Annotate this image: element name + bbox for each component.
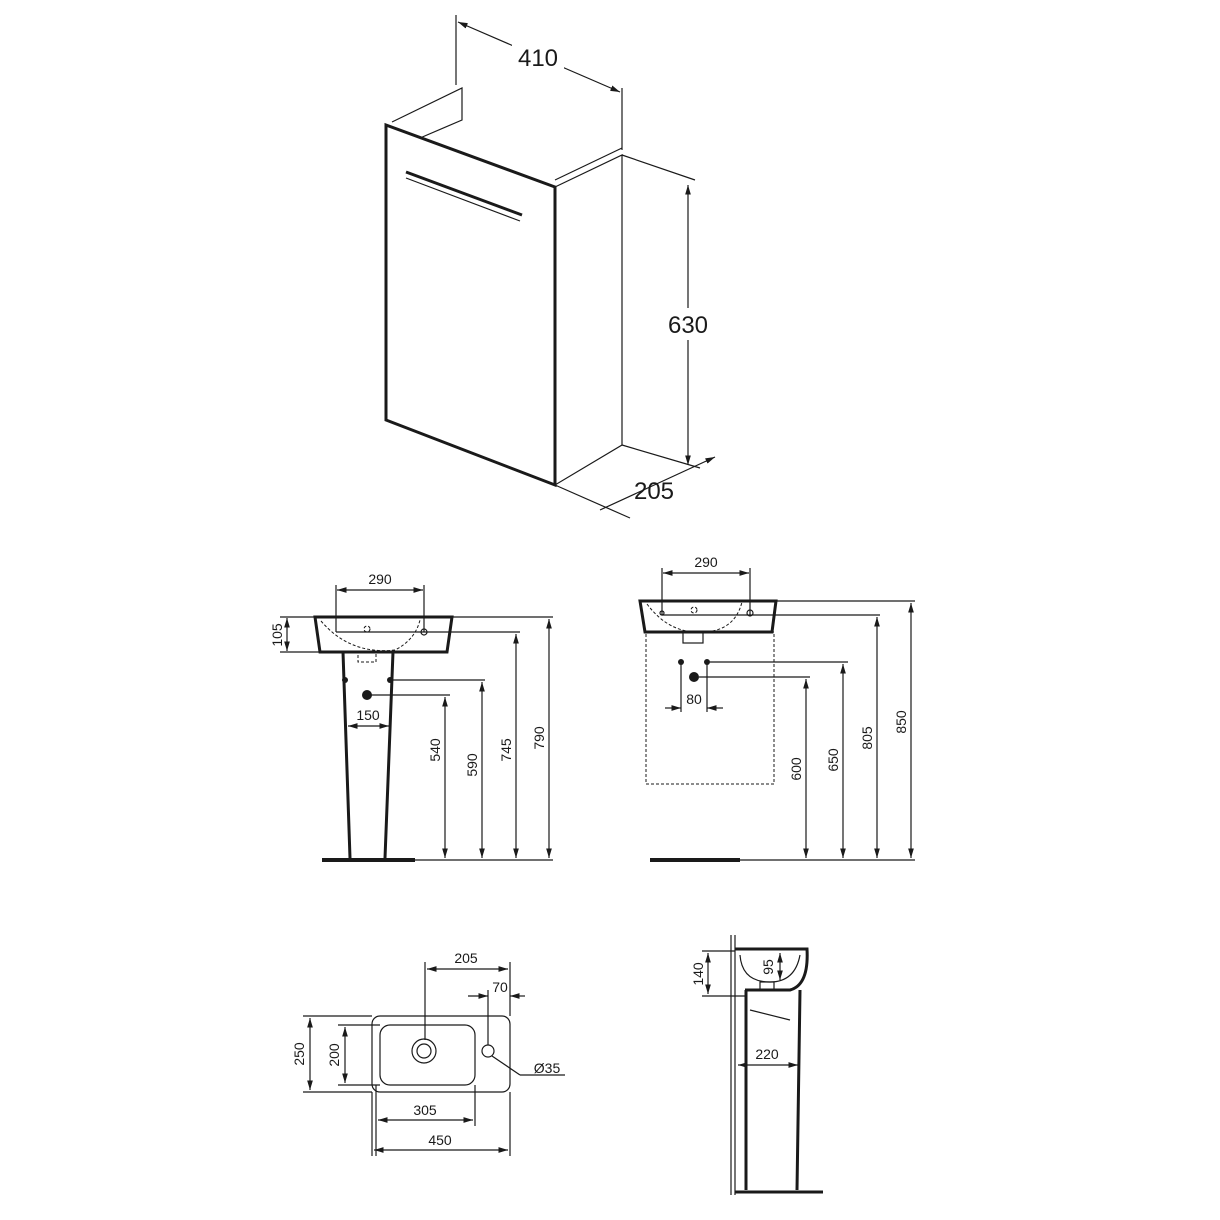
pedestal-basin-height-label: 105: [269, 623, 285, 647]
cabinet-height-label: 630: [668, 312, 708, 339]
plan-depth-label: 250: [291, 1042, 307, 1066]
side-view-drawing: [702, 935, 823, 1195]
plan-bowl-width-label: 305: [413, 1102, 437, 1118]
wall-hung-basin-drawing: [638, 568, 915, 862]
wall-tap-spacing-label: 290: [694, 554, 718, 570]
cabinet-drawing: [384, 15, 716, 519]
wall-waste-height-label: 600: [788, 757, 804, 781]
plan-bowl-depth-label: 200: [326, 1043, 342, 1067]
plan-width-label: 450: [428, 1132, 452, 1148]
side-pedestal-depth-label: 220: [755, 1046, 779, 1062]
pedestal-supply-height-label: 590: [464, 753, 480, 777]
plan-view-drawing: [303, 962, 565, 1156]
plan-drain-to-edge-label: 205: [454, 950, 478, 966]
plan-tap-to-edge-label: 70: [492, 979, 508, 995]
cabinet-width-label: 410: [518, 45, 558, 72]
pedestal-total-height-label: 790: [531, 726, 547, 750]
wall-supply-height-label: 650: [825, 748, 841, 772]
pedestal-tap-spacing-label: 290: [368, 571, 392, 587]
pedestal-waste-height-label: 540: [427, 738, 443, 762]
side-bowl-depth-label: 95: [760, 959, 776, 975]
pedestal-tap-height-label: 745: [498, 738, 514, 762]
cabinet-depth-label: 205: [634, 478, 674, 505]
pedestal-width-label: 150: [356, 707, 380, 723]
wall-total-height-label: 850: [893, 710, 909, 734]
wall-supply-spacing-label: 80: [686, 691, 702, 707]
plan-tap-hole-label: Ø35: [534, 1060, 561, 1076]
wall-tap-height-label: 805: [859, 726, 875, 750]
pedestal-basin-drawing: [280, 585, 553, 862]
side-basin-height-label: 140: [690, 962, 706, 986]
